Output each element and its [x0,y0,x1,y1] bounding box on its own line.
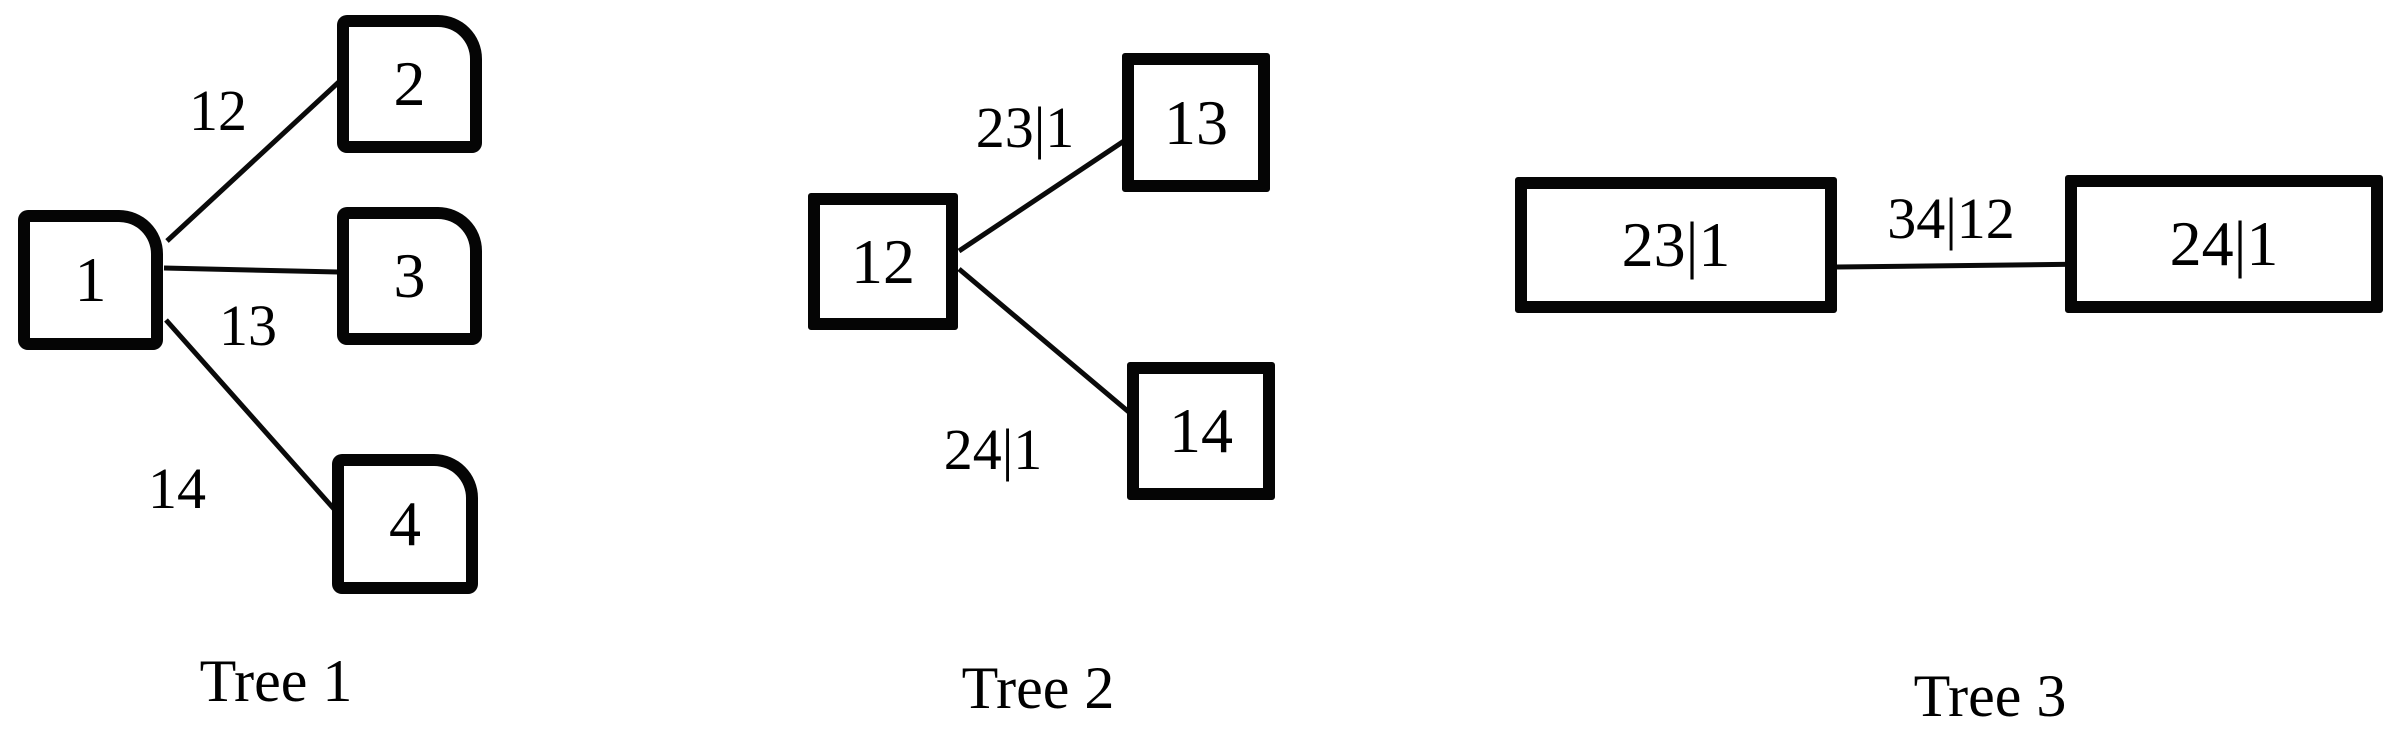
tree2-node-13-label: 13 [1164,86,1228,158]
tree1-node-3: 3 [337,207,482,345]
tree2-node-12-label: 12 [851,225,915,297]
tree1-node-1-label: 1 [74,244,107,315]
tree2-edge-label-23-1: 23|1 [975,95,1075,160]
edge-12-14 [957,267,1132,415]
tree1-edge-label-14: 14 [148,456,206,521]
tree2-node-14-label: 14 [1169,395,1233,466]
edge-12-13 [957,138,1126,254]
edge-1-2 [165,78,343,243]
tree3-node-23-1: 23|1 [1515,177,1837,313]
tree1-caption: Tree 1 [199,648,353,714]
tree3-node-23-1-label: 23|1 [1621,209,1731,280]
tree3-node-24-1: 24|1 [2065,175,2383,313]
tree1-edge-label-13: 13 [219,293,277,358]
tree2-node-14: 14 [1127,362,1275,500]
tree3-node-24-1-label: 24|1 [2169,208,2279,279]
tree1-edge-label-12: 12 [189,78,247,143]
tree2-node-13: 13 [1122,53,1270,192]
tree3-edge-label-34-12: 34|12 [1887,186,2015,251]
tree2-caption: Tree 2 [961,655,1115,721]
tree1-node-2-label: 2 [393,48,426,119]
tree1-node-4-label: 4 [389,488,421,559]
tree1-node-2: 2 [337,15,482,153]
edge-1-3 [163,265,339,275]
tree3-caption: Tree 3 [1913,663,2067,729]
tree1-node-1: 1 [18,210,163,350]
tree1-node-3-label: 3 [393,240,426,311]
edge-231-241 [1836,261,2094,270]
tree1-node-4: 4 [332,454,478,594]
tree2-node-12: 12 [808,193,958,330]
edge-1-4 [164,318,336,511]
tree2-edge-label-24-1: 24|1 [943,417,1043,482]
